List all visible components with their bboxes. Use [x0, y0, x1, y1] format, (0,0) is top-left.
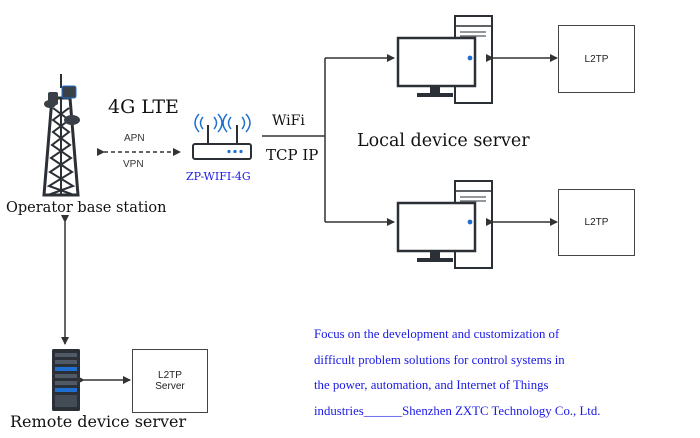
description-line: industries______Shenzhen ZXTC Technology… [314, 403, 601, 418]
lte-label: 4G LTE [108, 96, 179, 118]
rack-server-icon [52, 349, 80, 411]
local-server-label: Local device server [357, 131, 530, 151]
apn-label: APN [124, 133, 145, 144]
vpn-label: VPN [123, 159, 144, 170]
desktop-computer-icon [396, 15, 493, 104]
company-description: Focus on the development and customizati… [314, 322, 700, 424]
base-station-label: Operator base station [6, 200, 167, 216]
description-line: Focus on the development and customizati… [314, 327, 560, 341]
l2tp-server-label-line2: Server [155, 381, 185, 392]
wifi-label: WiFi [272, 113, 305, 129]
l2tp-box: L2TP [558, 189, 635, 256]
device-name-label: ZP-WIFI-4G [186, 170, 251, 183]
l2tp-box-label: L2TP [584, 53, 609, 65]
local-network-link [262, 54, 395, 226]
l2tp-server-label-line1: L2TP [158, 370, 182, 381]
router-icon [192, 113, 252, 160]
description-line: the power, automation, and Internet of T… [314, 378, 549, 392]
description-line: difficult problem solutions for control … [314, 352, 565, 367]
tcp-ip-label: TCP IP [266, 146, 319, 164]
remote-server-label: Remote device server [10, 412, 187, 431]
l2tp-box: L2TP [558, 25, 635, 93]
desktop-computer-icon [396, 180, 493, 269]
l2tp-server-box: L2TP Server [132, 349, 208, 413]
cell-tower-icon [42, 74, 80, 197]
l2tp-box-label: L2TP [584, 217, 609, 228]
